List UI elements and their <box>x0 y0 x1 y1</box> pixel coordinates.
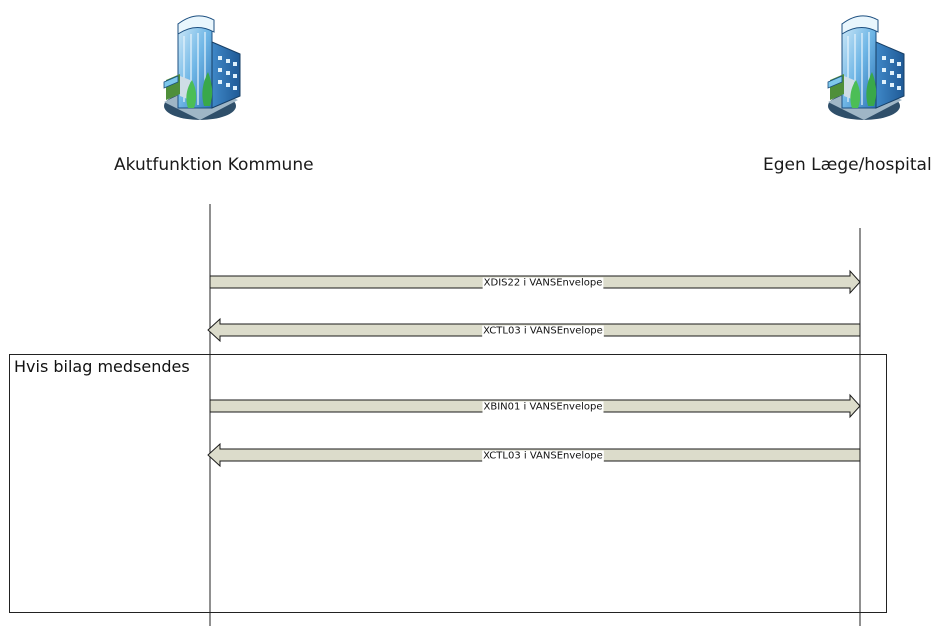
alt-frame-label: Hvis bilag medsendes <box>14 357 190 376</box>
message-label-bg-1 <box>482 277 604 289</box>
message-label-bg-3 <box>482 401 604 413</box>
actor-label-akutfunktion: Akutfunktion Kommune <box>114 155 314 175</box>
message-label-2: XCTL03 i VANSEnvelope <box>483 326 603 337</box>
alt-frame <box>9 354 887 613</box>
message-label-bg-4 <box>482 450 604 462</box>
message-label-3: XBIN01 i VANSEnvelope <box>484 402 603 413</box>
actor-icon-egen-laege <box>827 15 905 121</box>
message-label-bg-2 <box>482 325 604 337</box>
actor-icon-akutfunktion <box>163 15 241 121</box>
actor-label-egen-laege: Egen Læge/hospital <box>763 155 932 175</box>
message-label-4: XCTL03 i VANSEnvelope <box>483 451 603 462</box>
message-label-1: XDIS22 i VANSEnvelope <box>484 278 603 289</box>
